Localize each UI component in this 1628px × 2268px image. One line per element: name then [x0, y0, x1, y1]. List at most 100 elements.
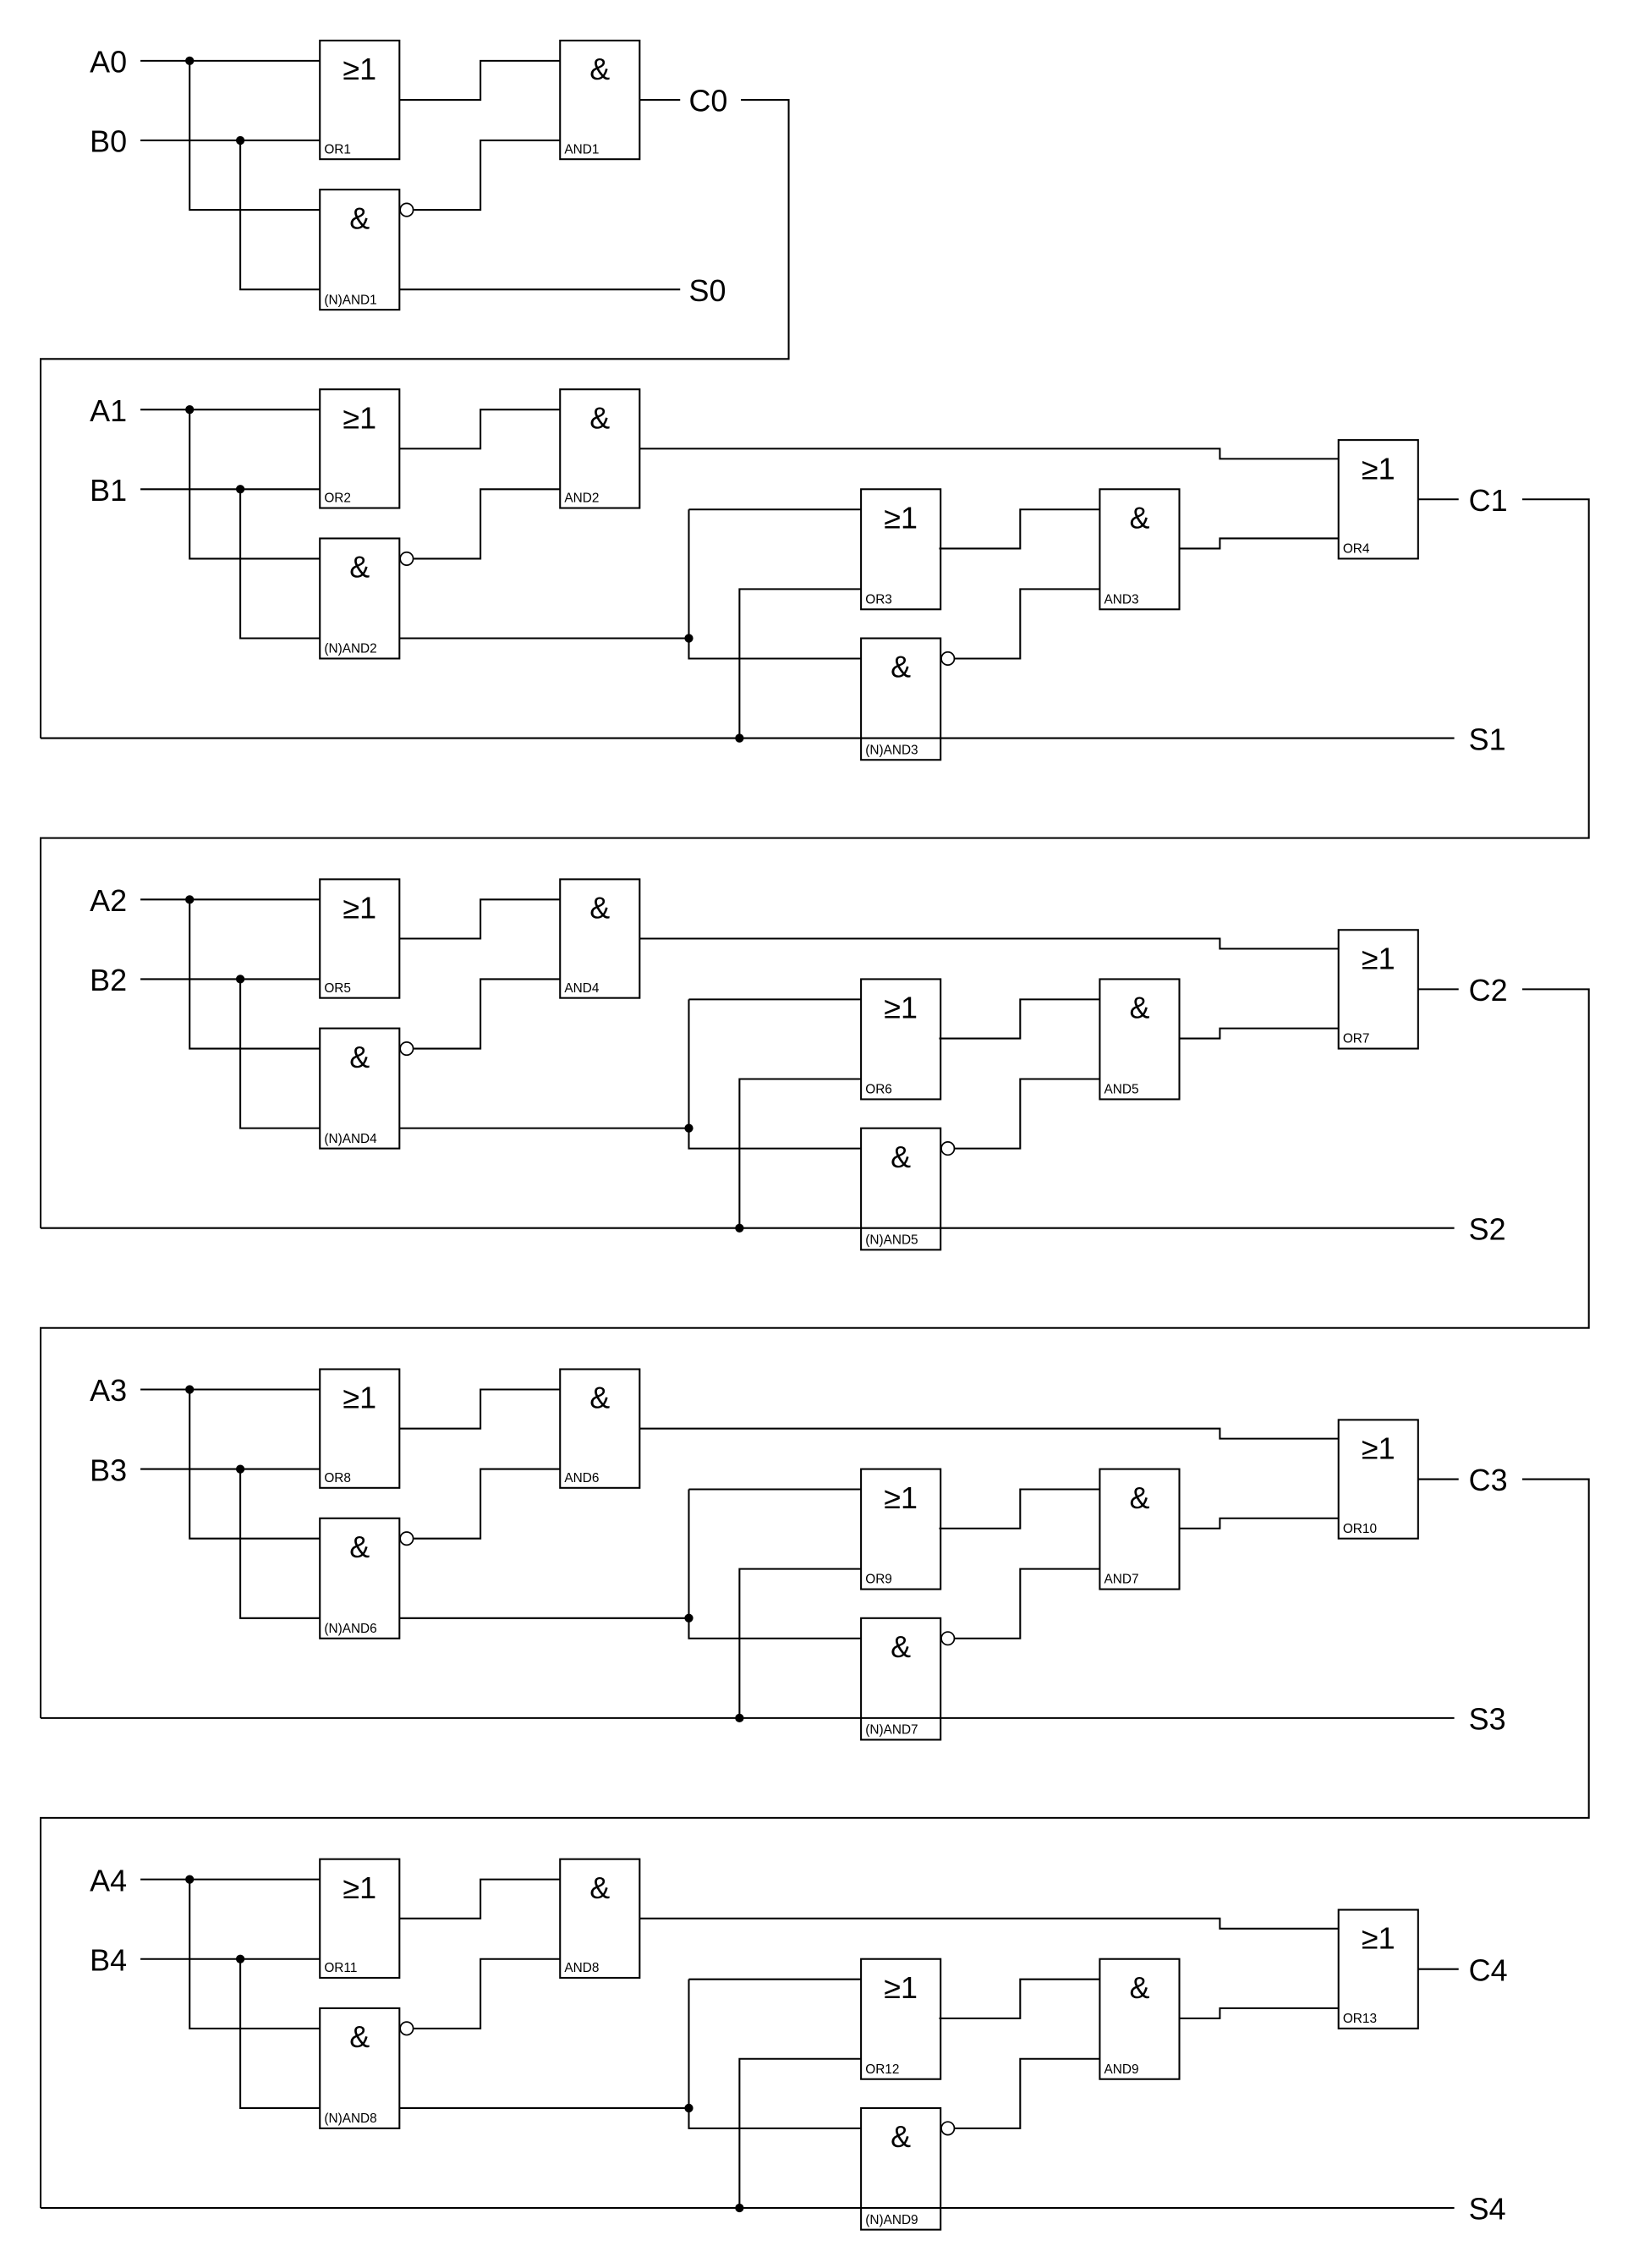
or-symbol: ≥1	[884, 1970, 918, 2005]
gate-body	[860, 2106, 942, 2231]
gate-body	[1099, 1468, 1181, 1590]
and-gate: &AND9	[1099, 1958, 1181, 2080]
gate-label: (N)AND5	[865, 1233, 918, 1248]
gate-body	[1337, 1908, 1419, 2029]
gate-body	[559, 1858, 641, 1979]
inversion-bubble	[399, 551, 414, 566]
gate-body	[1337, 1419, 1419, 1540]
carry-wire-c0	[39, 99, 790, 739]
gate-label: (N)AND6	[324, 1622, 376, 1636]
wire-or-and	[399, 1388, 561, 1430]
wire-nand-and	[414, 1958, 561, 2029]
nand-gate: &(N)AND9	[860, 2106, 956, 2231]
or-symbol: ≥1	[343, 1381, 376, 1415]
inversion-bubble	[399, 1041, 414, 1057]
nand-gate: & (N)AND8	[319, 2007, 414, 2129]
and-symbol: &	[1129, 991, 1149, 1025]
wire-and-a-or-c	[639, 937, 1339, 950]
output-label-c3: C3	[1469, 1463, 1508, 1497]
and-symbol: &	[349, 200, 370, 235]
gate-label: (N)AND3	[865, 743, 918, 757]
wire-a-nand	[189, 1879, 321, 2029]
and-symbol: &	[349, 1529, 370, 1564]
wire-a0-nand	[189, 60, 321, 211]
and-symbol: &	[589, 1381, 610, 1415]
output-label-s4: S4	[1469, 2192, 1506, 2227]
wire-or1-and1	[399, 59, 561, 102]
gate-label: (N)AND2	[324, 642, 376, 656]
and-symbol: &	[891, 1629, 911, 1664]
wire-halfsum-branch	[688, 1979, 862, 2129]
wire-or-and-b	[939, 1978, 1100, 2019]
wire-and-a-or-c	[639, 1427, 1339, 1440]
and-symbol: &	[589, 1870, 610, 1905]
gate-label: AND4	[564, 981, 599, 996]
or-symbol: ≥1	[1362, 451, 1395, 486]
input-label-a0: A0	[90, 45, 127, 80]
inversion-bubble	[940, 2121, 956, 2136]
gate-label: AND1	[564, 142, 599, 157]
and-gate: &AND8	[559, 1858, 641, 1979]
wire-and-b-or-c	[1179, 2007, 1339, 2019]
gate-body	[1337, 929, 1419, 1050]
gate-label: OR1	[324, 142, 351, 157]
wire-carry-in-or	[738, 1078, 862, 1228]
gate-body	[860, 1468, 942, 1590]
output-label-c0: C0	[689, 84, 728, 118]
output-label-c4: C4	[1469, 1952, 1508, 1987]
nand-gate: & (N)AND4	[319, 1027, 414, 1150]
gate-label: OR2	[324, 491, 351, 506]
output-label-s3: S3	[1469, 1702, 1506, 1737]
gate-label: (N)AND1	[324, 293, 376, 307]
wire-nand-and-b	[953, 2057, 1100, 2129]
carry-wire	[39, 498, 1590, 1228]
and-symbol: &	[589, 52, 610, 86]
gate-body	[319, 388, 401, 509]
gate-label: (N)AND9	[865, 2213, 918, 2227]
wire-nand-and-b	[953, 1078, 1100, 1150]
and-gate: &AND7	[1099, 1468, 1181, 1590]
wire-or-and-b	[939, 998, 1100, 1040]
output-label-c1: C1	[1469, 483, 1508, 518]
gate-label: AND7	[1105, 1573, 1139, 1587]
and-gate: &AND4	[559, 878, 641, 999]
or-symbol: ≥1	[884, 500, 918, 535]
gate-label: (N)AND7	[865, 1723, 918, 1738]
input-label-a1: A1	[90, 393, 127, 428]
nand-gate: & (N)AND6	[319, 1517, 414, 1639]
gate-label: (N)AND8	[324, 2111, 376, 2126]
gate-body	[559, 878, 641, 999]
inversion-bubble	[940, 651, 956, 667]
gate-label: OR11	[324, 1961, 357, 1975]
gate-body	[319, 1027, 401, 1150]
gate-label: AND3	[1105, 592, 1139, 607]
or-symbol: ≥1	[343, 1870, 376, 1905]
wire-and-a-or-c	[639, 1917, 1339, 1930]
or-symbol: ≥1	[343, 52, 376, 86]
and-symbol: &	[349, 1040, 370, 1074]
input-label-a3: A3	[90, 1373, 127, 1408]
inversion-bubble	[940, 1631, 956, 1646]
wire-nand-and	[414, 1468, 561, 1540]
output-label-c2: C2	[1469, 973, 1508, 1008]
gate-label: (N)AND4	[324, 1132, 377, 1146]
gate-body	[319, 39, 401, 161]
input-label-a2: A2	[90, 883, 127, 918]
wire-nand-and	[414, 978, 561, 1050]
gate-label: OR9	[865, 1573, 892, 1587]
and-symbol: &	[349, 2019, 370, 2054]
and-symbol: &	[589, 400, 610, 435]
and-symbol: &	[891, 1139, 911, 1174]
gate-label: OR5	[324, 981, 351, 996]
gate-body	[1099, 978, 1181, 1101]
and-gate: &AND6	[559, 1368, 641, 1489]
output-label-s0: S0	[689, 273, 726, 308]
wire-or-and	[399, 1878, 561, 1919]
